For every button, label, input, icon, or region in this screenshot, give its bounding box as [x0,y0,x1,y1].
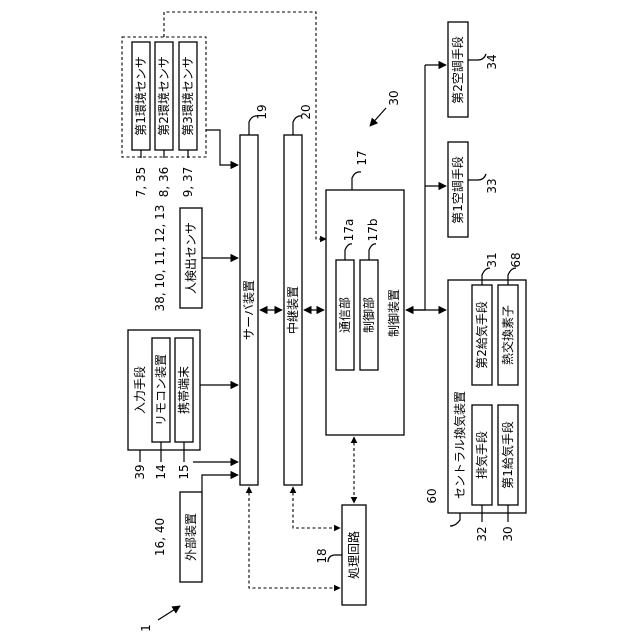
env-sensor-3-label: 第3環境センサ [180,56,195,136]
ref-system-arrow: 30 [387,90,401,105]
ref-system: 1 [139,624,153,632]
ref-hvac2: 34 [485,54,499,69]
ref-input-means: 39 [133,464,147,479]
supply2-box: 第2給気手段 [472,285,492,385]
hvac2-box: 第2空調手段 [448,22,468,117]
processing-circuit-box: 処理回路 [342,505,366,605]
central-vent-label: セントラル換気装置 [452,391,467,499]
hvac2-label: 第2空調手段 [450,36,465,104]
controller-leader [352,172,361,190]
env-sensor-1-box: 第1環境センサ [132,42,150,150]
comm-unit-label: 通信部 [337,297,352,333]
server-processing-dashed-link [249,487,340,588]
heat-exchanger-label: 熱交換素子 [500,305,515,365]
exhaust-box: 排気手段 [472,405,492,505]
ref-mobile: 15 [177,464,191,479]
ref-server: 19 [255,104,269,119]
controller-label: 制御装置 [386,289,401,337]
ref-relay: 20 [299,104,313,119]
mobile-label: 携帯端末 [176,366,191,414]
ref-processing: 18 [315,548,329,563]
system-ref-arrow [158,606,180,620]
env-sensor-3-box: 第3環境センサ [179,42,197,150]
control-unit-label: 制御部 [361,297,376,333]
sensor-to-server-link [206,130,238,165]
ref-sensor-group-b: 8, 36 [157,167,171,198]
remote-label: リモコン装置 [154,354,168,426]
heat-exchanger-box: 熱交換素子 [498,285,518,385]
external-device-box: 外部装置 [180,492,202,582]
env-sensor-2-box: 第2環境センサ [155,42,173,150]
supply1-label: 第1給気手段 [500,421,515,489]
comm-unit-box: 通信部 [336,260,354,370]
relay-bar: 中継装置 [284,135,302,485]
ref-remote: 14 [154,464,168,479]
server-bar: サーバ装置 [240,135,258,485]
ref-ctrl: 17b [366,219,380,242]
ref-sensor-group-a: 7, 35 [134,167,148,198]
supply2-label: 第2給気手段 [474,301,489,369]
env-sensor-2-label: 第2環境センサ [156,56,171,136]
ref-exhaust: 32 [475,526,489,541]
human-sensor-box: 人検出センサ [180,208,202,308]
external-device-label: 外部装置 [183,513,198,561]
ref-controller: 17 [355,150,369,165]
processing-circuit-label: 処理回路 [346,531,361,579]
external-to-server-link [202,475,238,492]
ref-comm: 17a [342,219,356,242]
system-arrow [370,108,386,126]
remote-box: リモコン装置 [152,338,170,442]
hvac1-label: 第1空調手段 [450,156,465,224]
hvac2-leader [468,54,486,60]
ref-central-vent: 60 [425,488,439,503]
mobile-box: 携帯端末 [175,338,193,442]
ref-heat-exchanger: 68 [509,252,523,267]
input-means-label: 入力手段 [132,366,147,414]
hvac1-leader [468,174,486,180]
ref-sensor-group-c: 9, 37 [181,167,195,198]
central-vent-leader [450,513,460,526]
ref-hvac1: 33 [485,178,499,193]
ref-supply1: 30 [501,526,515,541]
control-unit-box: 制御部 [360,260,378,370]
ref-supply2: 31 [485,252,499,267]
exhaust-label: 排気手段 [474,431,489,479]
supply1-box: 第1給気手段 [498,405,518,505]
relay-processing-dashed-link [293,487,340,528]
ref-external: 16, 40 [153,518,167,556]
relay-label: 中継装置 [285,286,300,334]
env-sensor-1-label: 第1環境センサ [133,56,148,136]
ref-human-sensor: 38, 10, 11, 12, 13 [153,205,167,312]
server-label: サーバ装置 [242,280,256,340]
processing-leader [328,555,342,562]
human-sensor-label: 人検出センサ [184,222,198,294]
hvac1-box: 第1空調手段 [448,142,468,237]
